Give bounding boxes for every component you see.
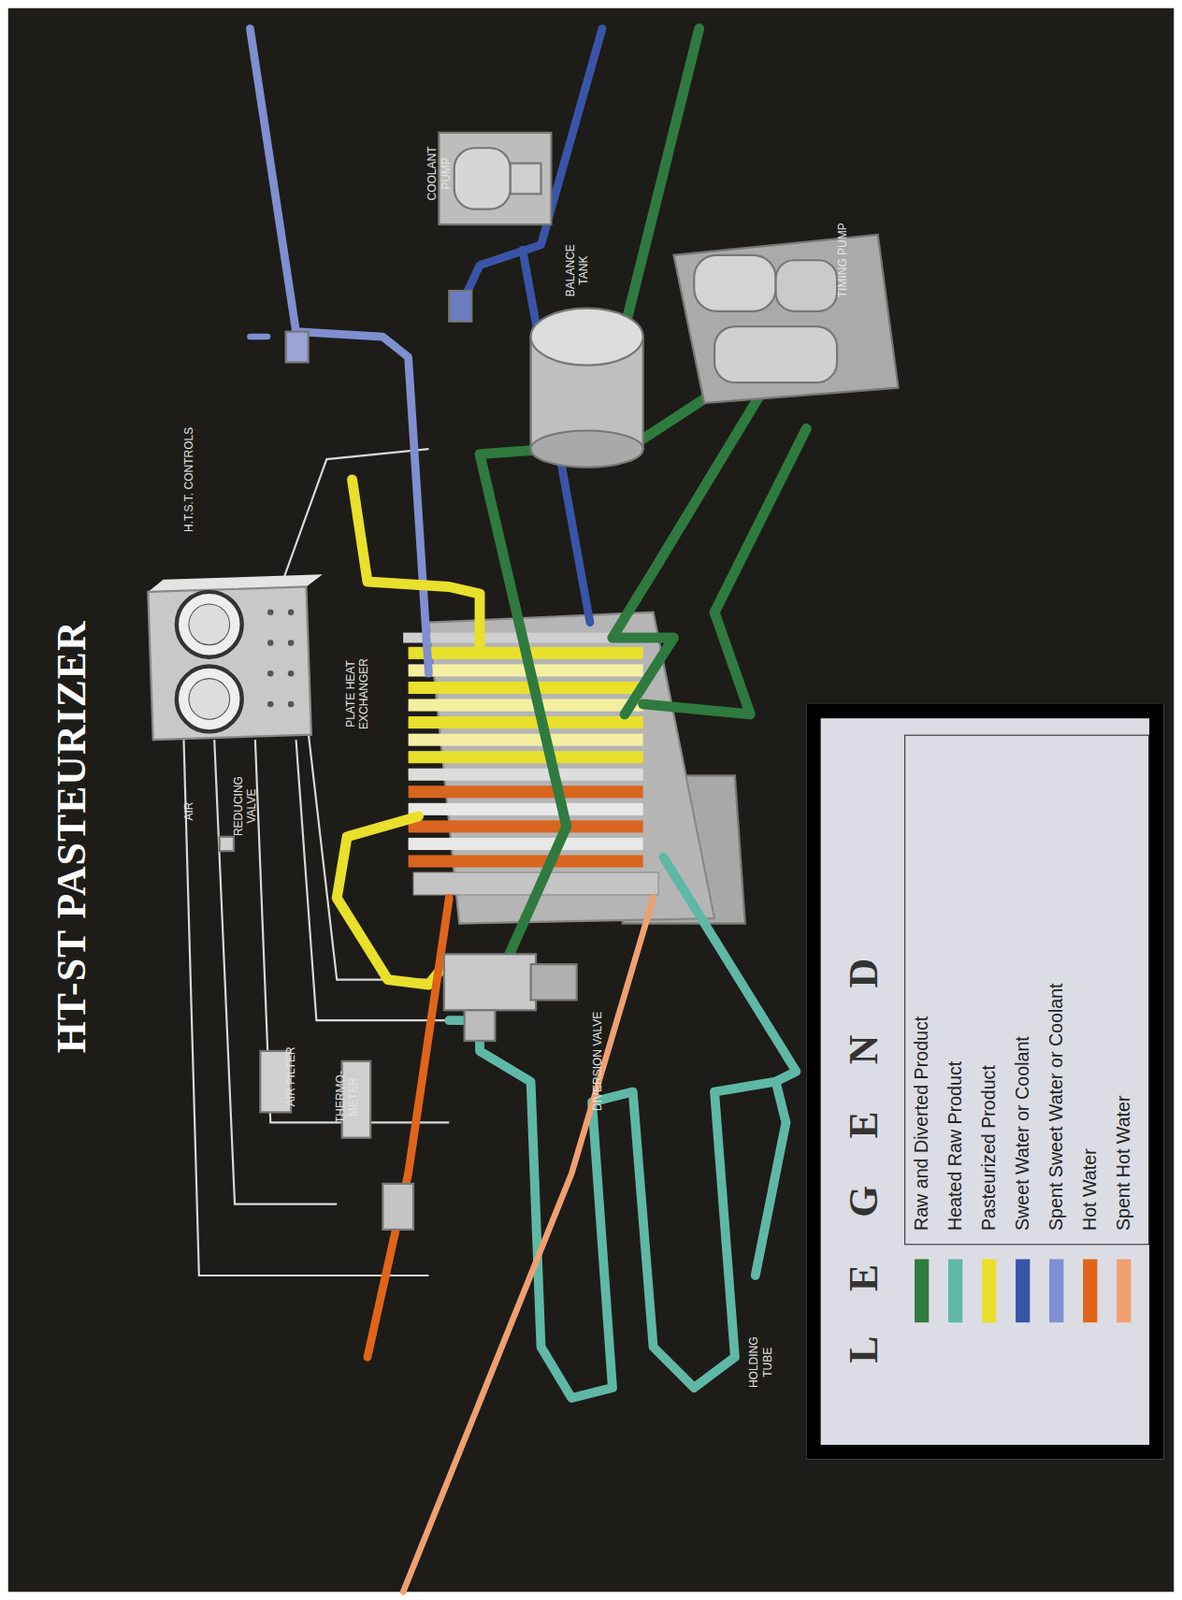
part-label: HOLDING TUBE <box>747 1330 774 1395</box>
legend-swatch <box>1116 1259 1131 1324</box>
legend-swatch <box>914 1259 929 1324</box>
legend-swatch <box>948 1259 963 1324</box>
part-label: AIR <box>182 791 196 833</box>
part-label: REDUCING VALVE <box>231 770 259 842</box>
part-label: BALANCE TANK <box>563 239 591 301</box>
part-label: PLATE HEAT EXCHANGER <box>344 652 371 735</box>
legend-text: Hot Water <box>1074 1148 1106 1231</box>
part-label: THERMO-METER <box>333 1070 361 1125</box>
legend-swatch <box>1049 1259 1064 1324</box>
part-label: DIVERSION VALVE <box>591 994 605 1128</box>
part-label: H.T.S.T. CONTROLS <box>182 407 196 551</box>
legend-heading: L E G E N D <box>838 939 887 1364</box>
legend-text: Spent Hot Water <box>1108 1095 1139 1231</box>
part-label: AIR FILTER <box>284 1030 298 1123</box>
legend-text: Pasteurized Product <box>973 1065 1005 1231</box>
legend-swatch <box>1015 1259 1030 1324</box>
legend-swatch <box>981 1259 996 1324</box>
legend-text: Spent Sweet Water or Coolant <box>1040 982 1072 1231</box>
part-label: COOLANT PUMP <box>426 143 453 204</box>
legend-text: Raw and Diverted Product <box>906 1016 937 1231</box>
legend-panel: L E G E N D Raw and Diverted ProductHeate… <box>806 704 1164 1459</box>
part-label: TIMING PUMP <box>836 203 850 317</box>
diagram-title: HT-ST PASTEURIZER <box>47 619 96 1053</box>
legend-text: Heated Raw Product <box>939 1061 971 1231</box>
legend-swatch <box>1082 1259 1097 1324</box>
legend-text: Sweet Water or Coolant <box>1007 1036 1038 1231</box>
